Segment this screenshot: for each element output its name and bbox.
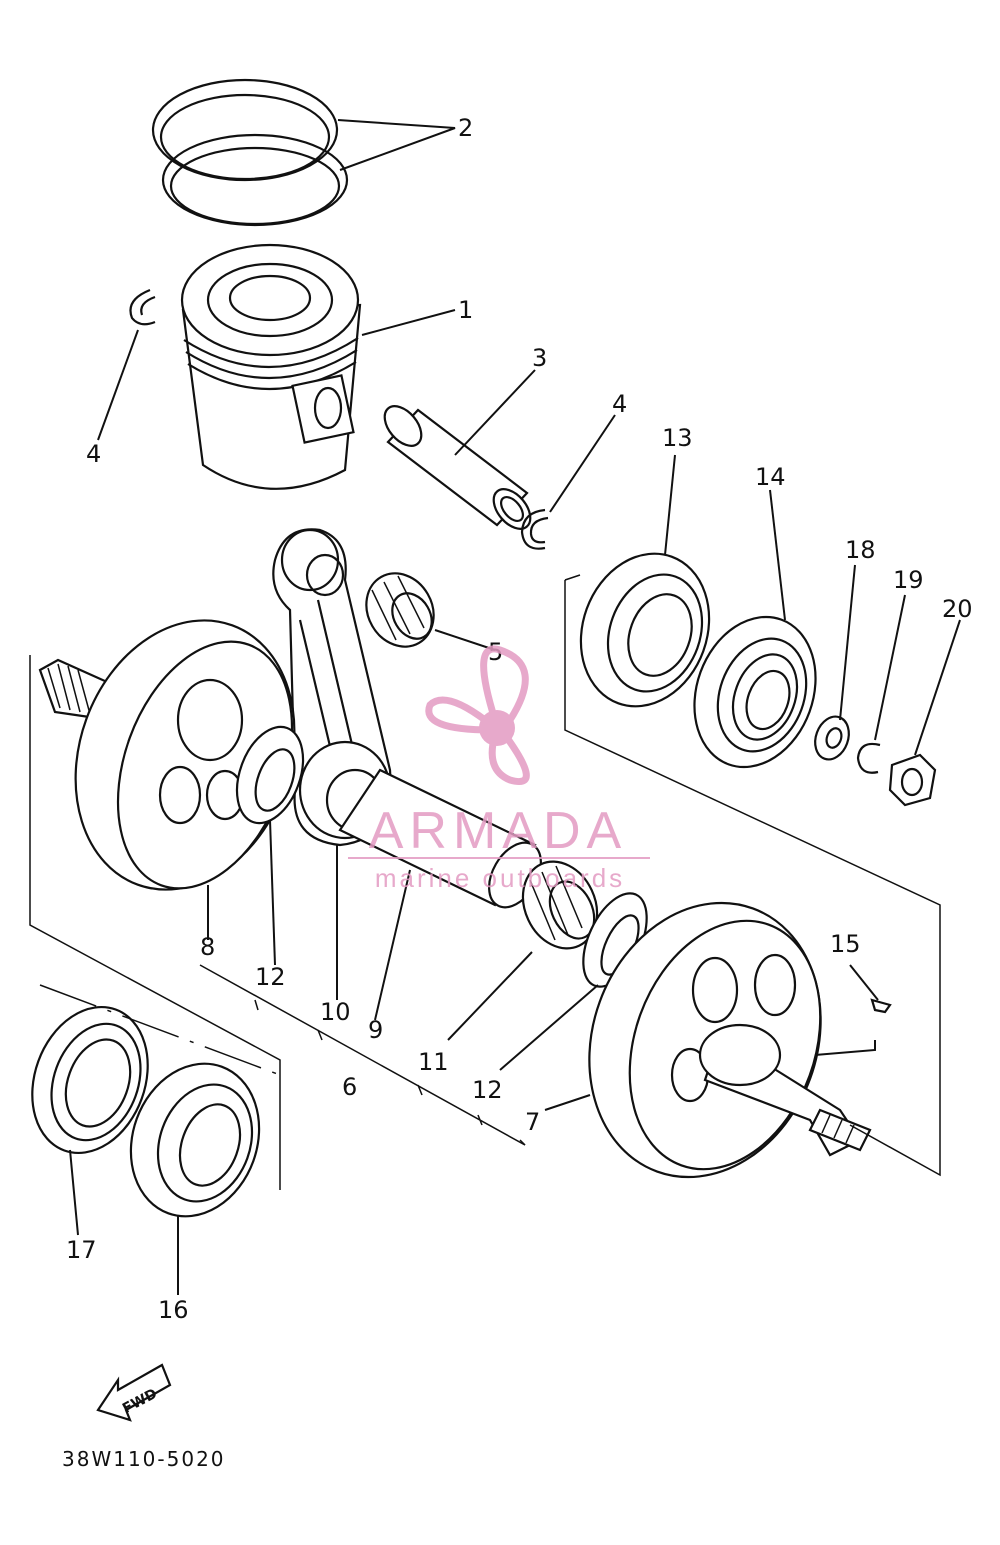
circlip-right [520, 508, 549, 550]
callout-18: 18 [845, 536, 876, 564]
crank-web-right [588, 901, 872, 1179]
small-end-bearing [365, 572, 435, 648]
callouts: 1 2 3 4 4 5 6 7 8 9 10 11 12 12 13 14 15… [66, 114, 973, 1324]
callout-8: 8 [200, 933, 215, 961]
piston [180, 243, 362, 490]
watermark-tagline: marine outboards [375, 863, 625, 893]
woodruff-key [870, 998, 892, 1014]
watermark-brand: ARMADA [369, 802, 627, 860]
thrust-washer-left [235, 725, 305, 825]
watermark: ARMADA marine outboards [348, 645, 650, 893]
fwd-arrow: FWD [96, 1363, 172, 1422]
propeller-logo-icon [425, 645, 530, 785]
callout-9: 9 [368, 1016, 383, 1044]
bearing-13 [579, 552, 711, 708]
callout-4b: 4 [612, 390, 627, 418]
assembly-brackets [29, 574, 941, 1190]
nut-20 [888, 753, 937, 807]
callout-17: 17 [66, 1236, 97, 1264]
circlip-left [129, 288, 156, 326]
callout-6: 6 [342, 1073, 357, 1101]
bearing-16 [129, 1062, 261, 1218]
washer-18 [814, 715, 850, 761]
callout-13: 13 [662, 424, 693, 452]
callout-7: 7 [525, 1108, 540, 1136]
callout-12a: 12 [255, 963, 286, 991]
clip-19 [856, 742, 881, 774]
callout-19: 19 [893, 566, 924, 594]
callout-16: 16 [158, 1296, 189, 1324]
piston-rings [151, 78, 349, 227]
callout-4a: 4 [86, 440, 101, 468]
callout-3: 3 [532, 344, 547, 372]
callout-11: 11 [418, 1048, 449, 1076]
big-end-bearing [521, 860, 599, 950]
oil-seal-14 [693, 615, 817, 769]
callout-10: 10 [320, 998, 351, 1026]
piston-pin [383, 405, 532, 530]
oil-seal-17 [31, 1005, 149, 1155]
callout-2: 2 [458, 114, 473, 142]
callout-14: 14 [755, 463, 786, 491]
crank-web-left [38, 619, 296, 891]
drawing-code: 38W110-5020 [62, 1447, 226, 1471]
callout-12b: 12 [472, 1076, 503, 1104]
callout-1: 1 [458, 296, 473, 324]
callout-15: 15 [830, 930, 861, 958]
leader-lines [69, 119, 961, 1295]
callout-20: 20 [942, 595, 973, 623]
